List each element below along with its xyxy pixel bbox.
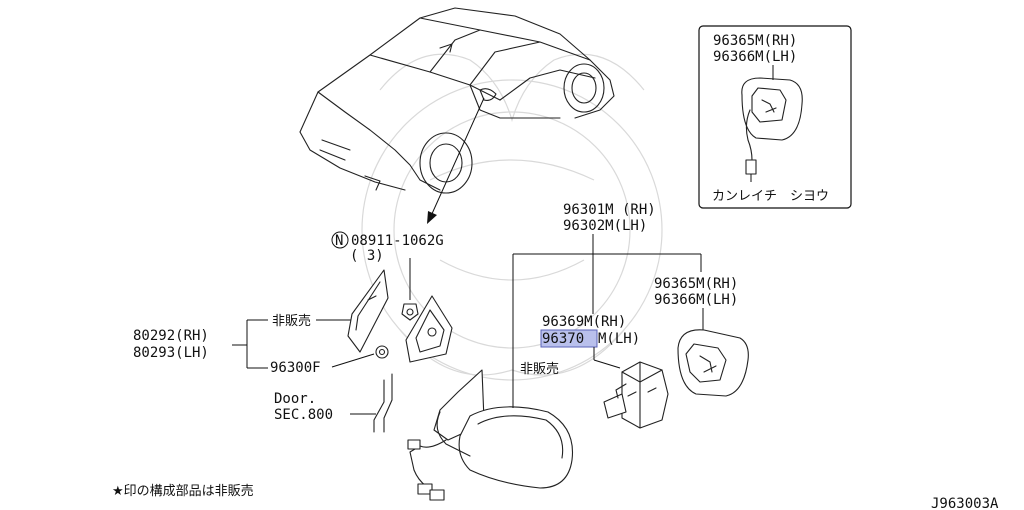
inset-box: 96365M(RH) 96366M(LH) カンレイチ シヨウ bbox=[698, 25, 852, 209]
mirror-callout: 96301M (RH) 96302M(LH) 非販売 bbox=[512, 202, 702, 408]
actuator-lh-code[interactable]: 96370 bbox=[542, 331, 584, 347]
glass-rh: 96365M(RH) bbox=[654, 276, 738, 292]
fastener-code: 08911-1062G bbox=[351, 233, 444, 249]
door-panel-edge bbox=[373, 373, 393, 433]
mirror-rh: 96301M (RH) bbox=[563, 202, 656, 218]
not-for-sale-upper: 非販売 bbox=[272, 313, 311, 329]
actuator-rh: 96369M(RH) bbox=[542, 314, 626, 330]
door-reference: Door. SEC.800 bbox=[274, 391, 376, 423]
mirror-lh: 96302M(LH) bbox=[563, 218, 647, 234]
cover-lh: 80293(LH) bbox=[133, 345, 209, 361]
diagram-id: J963003A bbox=[931, 496, 999, 510]
door-ref-line2: SEC.800 bbox=[274, 407, 333, 423]
actuator-highlight bbox=[540, 329, 598, 348]
fastener-marker: N bbox=[335, 233, 343, 249]
watermark-emblem bbox=[361, 53, 663, 381]
inset-glass-lh: 96366M(LH) bbox=[713, 49, 797, 65]
inset-caption: カンレイチ シヨウ bbox=[712, 189, 829, 204]
door-ref-line1: Door. bbox=[274, 391, 316, 407]
fastener-callout: N 08911-1062G ( 3) bbox=[331, 231, 444, 321]
not-for-sale-lower: 非販売 bbox=[520, 361, 559, 377]
finisher-callout: 96300F bbox=[270, 353, 375, 376]
car-illustration bbox=[299, 7, 615, 194]
fastener-qty: ( 3) bbox=[350, 248, 384, 264]
mirror-glass-part bbox=[677, 329, 749, 397]
glass-lh: 96366M(LH) bbox=[654, 292, 738, 308]
cover-callout: 非販売 80292(RH) 80293(LH) bbox=[133, 313, 352, 369]
pointer-arrow bbox=[427, 97, 485, 224]
footer-note: ★印の構成部品は非販売 bbox=[112, 483, 254, 499]
actuator-part bbox=[603, 361, 669, 429]
glass-callout: 96365M(RH) 96366M(LH) bbox=[654, 276, 738, 336]
actuator-lh-suffix: M(LH) bbox=[598, 331, 640, 347]
actuator-callout: 96369M(RH) 96370 M(LH) bbox=[540, 314, 640, 369]
cover-rh: 80292(RH) bbox=[133, 328, 209, 344]
mirror-base-part bbox=[405, 295, 453, 363]
mirror-assembly bbox=[407, 369, 574, 501]
corner-cover-part bbox=[347, 269, 389, 359]
finisher-code: 96300F bbox=[270, 360, 321, 376]
inset-glass-rh: 96365M(RH) bbox=[713, 33, 797, 49]
